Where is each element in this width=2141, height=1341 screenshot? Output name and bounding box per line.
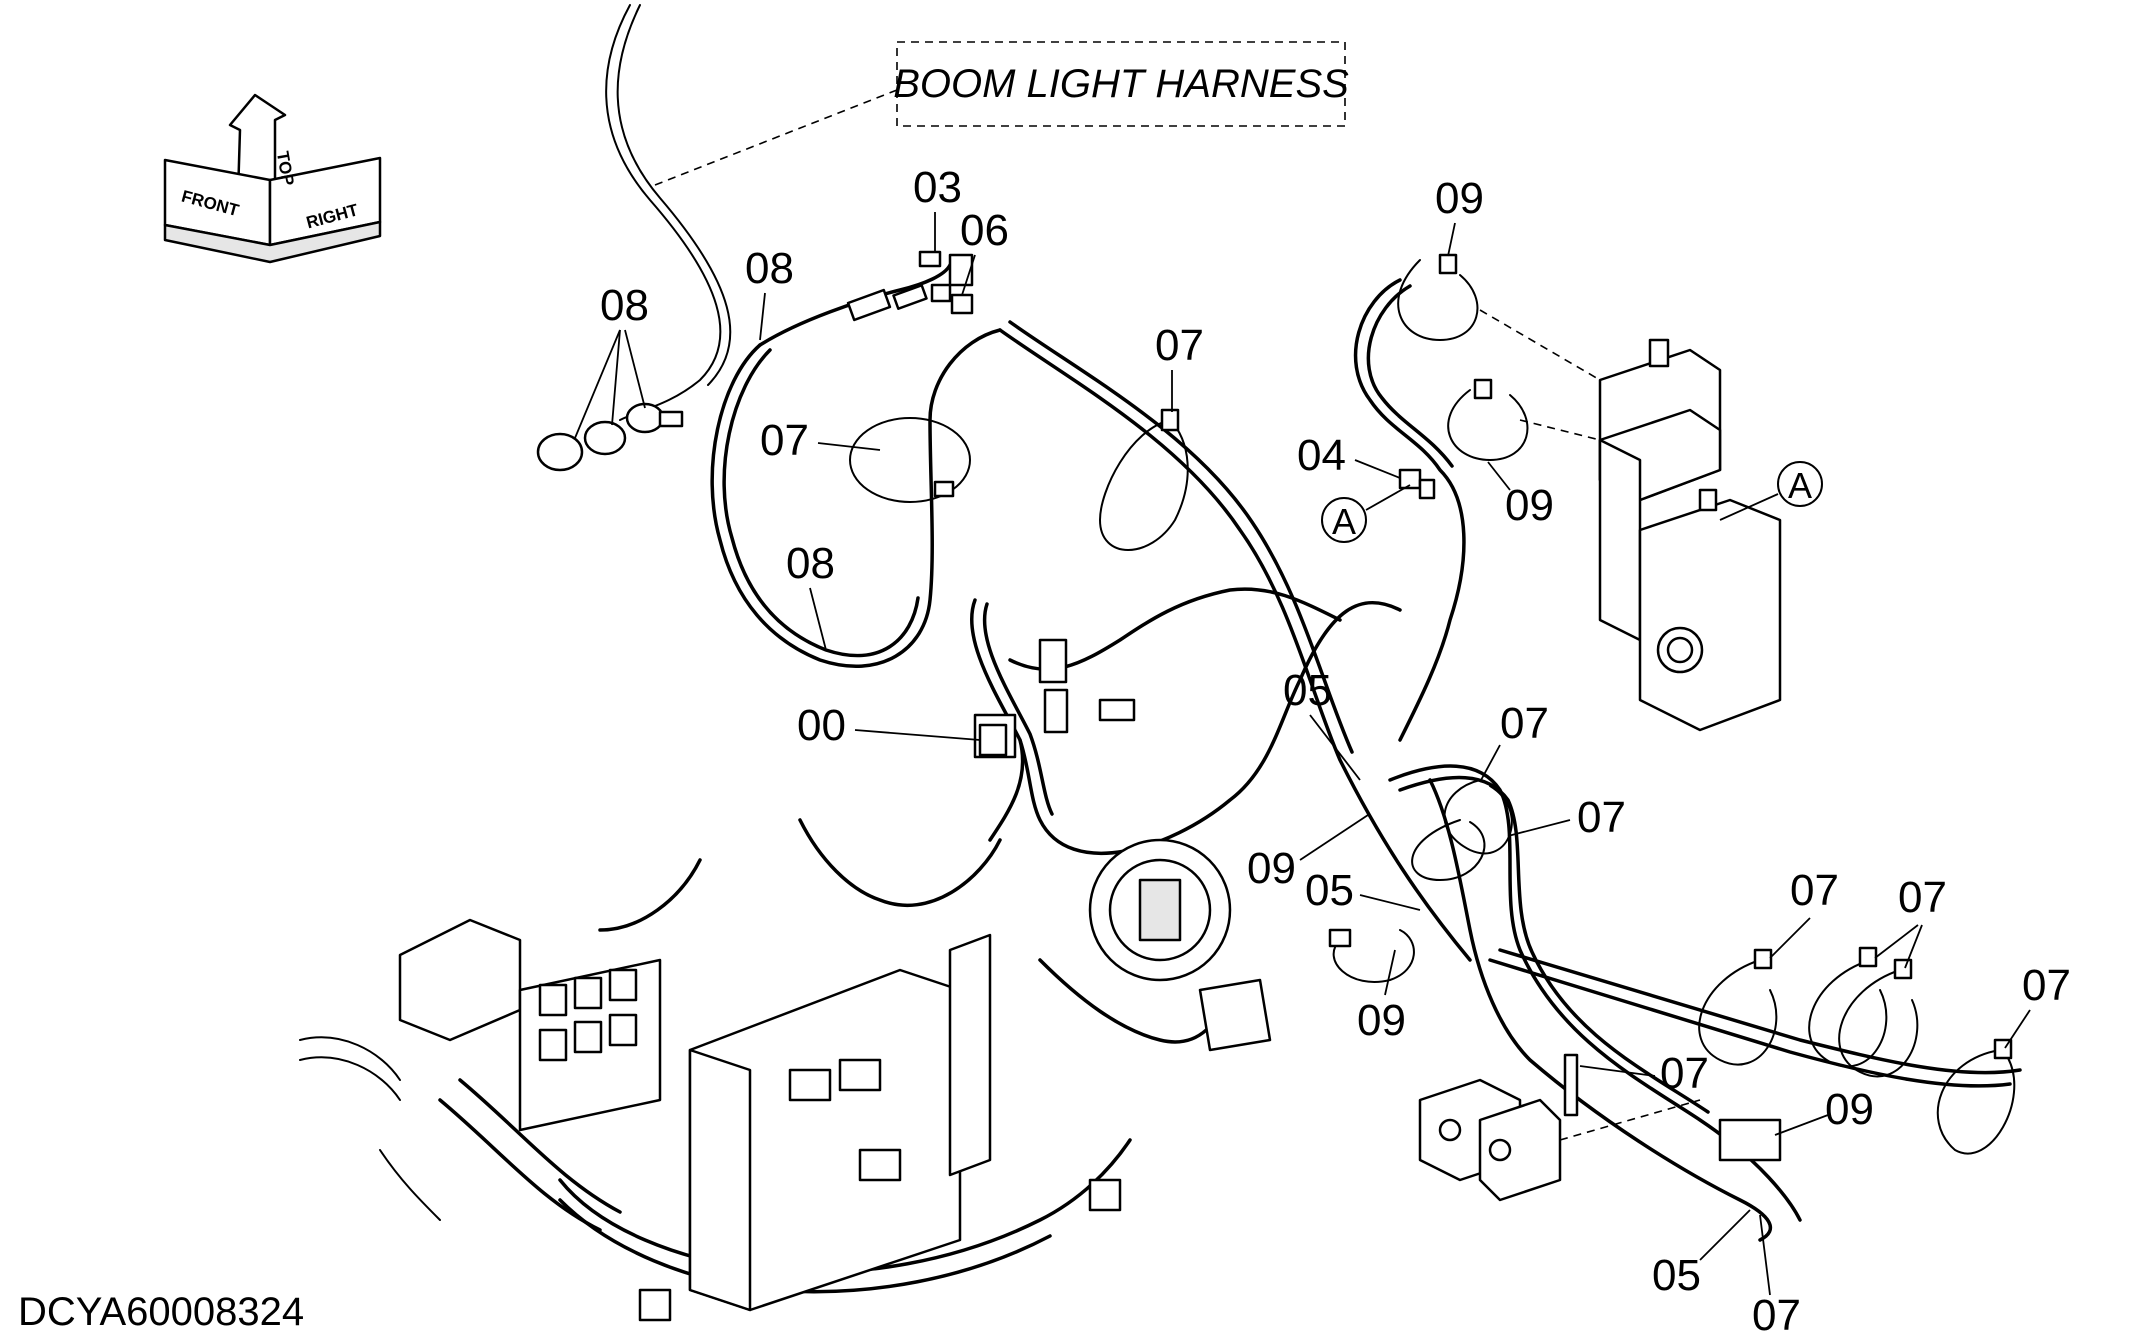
reference-mark-a-right-label: A (1788, 465, 1812, 506)
callout-label: 07 (1500, 699, 1549, 748)
callout-label: 08 (786, 539, 835, 588)
connector-00 (978, 723, 1008, 757)
callout-label: 05 (1652, 1251, 1701, 1300)
reference-mark-a-left: A (1321, 484, 1411, 543)
callout-label: 07 (760, 416, 809, 465)
valve-block-upper (1479, 309, 1782, 732)
callout-label: 07 (1752, 1291, 1801, 1340)
machine-body (299, 818, 1272, 1322)
right-harness (1388, 764, 2022, 1242)
callout-label: 09 (1247, 844, 1296, 893)
callout-label: 05 (1305, 866, 1354, 915)
callout-label: 04 (1297, 431, 1346, 480)
lamp-connector-group (536, 402, 684, 472)
callout-label: 07 (1155, 321, 1204, 370)
callout-label: 07 (1660, 1049, 1709, 1098)
cable-ties-right (1411, 779, 2016, 1155)
callout-label: 05 (1283, 666, 1332, 715)
valve-block-lower (1418, 1078, 1782, 1202)
callout-label: 03 (913, 163, 962, 212)
callout-label: 09 (1505, 481, 1554, 530)
callout-label: 08 (745, 244, 794, 293)
callout-label: 07 (1577, 793, 1626, 842)
callout-label: 06 (960, 206, 1009, 255)
callout-label: 09 (1357, 996, 1406, 1045)
upper-right-loop-harness (1353, 253, 1529, 742)
callout-label: 07 (2022, 961, 2071, 1010)
callout-label: 07 (1898, 873, 1947, 922)
callout-label: 09 (1825, 1085, 1874, 1134)
callout-label: 00 (797, 701, 846, 750)
drawing-id: DCYA60008324 (18, 1290, 304, 1334)
boom-light-harness-wire (605, 4, 732, 421)
callout-label: 08 (600, 281, 649, 330)
boom-light-harness-title: BOOM LIGHT HARNESS (893, 62, 1349, 106)
callouts: 08 08 03 06 07 07 08 00 09 04 (574, 163, 2071, 1340)
reference-mark-a-right: A (1719, 461, 1823, 521)
cable-ties-upper (849, 408, 1189, 551)
reference-mark-a-left-label: A (1332, 501, 1356, 542)
callout-label: 07 (1790, 866, 1839, 915)
boom-light-harness-label-box: BOOM LIGHT HARNESS (654, 41, 1349, 186)
main-harness (969, 598, 1402, 855)
callout-label: 09 (1435, 174, 1484, 223)
orientation-indicator: FRONT TOP RIGHT (163, 93, 382, 264)
